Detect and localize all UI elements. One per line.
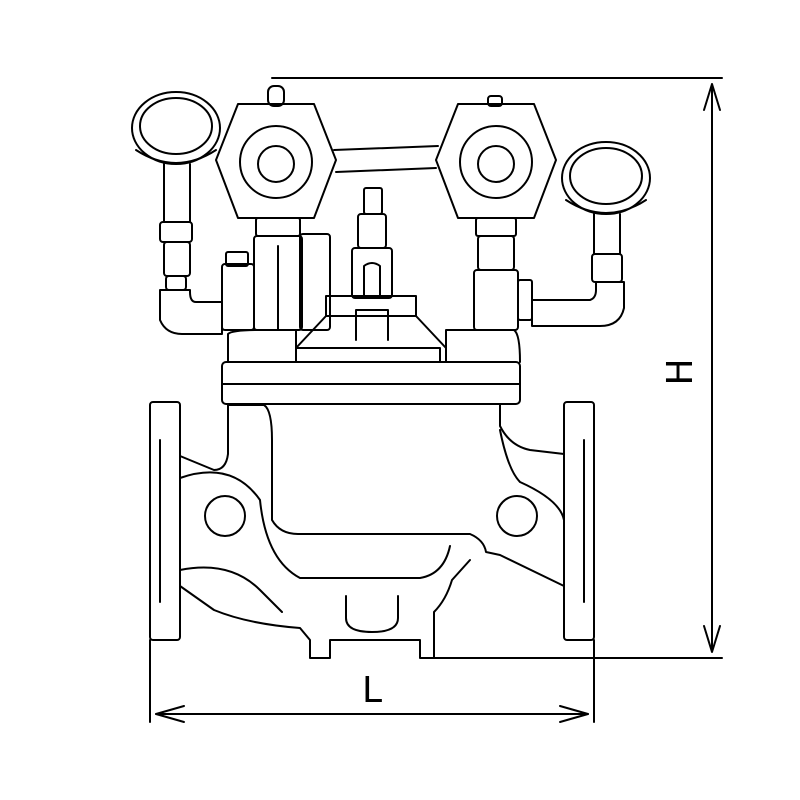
length-arrow-right	[559, 705, 589, 723]
valve-body-inner-contour	[179, 429, 565, 613]
central-pilot	[351, 187, 393, 341]
right-gauge-rim	[565, 199, 647, 214]
right-port-hole	[496, 495, 538, 537]
connecting-bar-lines	[333, 145, 439, 173]
bonnet-center-dome	[295, 295, 447, 349]
left-hex-outer-ring	[239, 125, 313, 199]
left-outer-fitting-cap	[225, 251, 249, 267]
length-arrow-left	[155, 705, 185, 723]
valve-body-sump	[345, 595, 399, 633]
pilot-top-knob	[363, 187, 383, 215]
left-gauge-pipe	[163, 241, 191, 277]
left-port-hole	[204, 495, 246, 537]
left-flange	[149, 401, 181, 641]
left-pilot-valve	[215, 85, 337, 331]
left-hex-neck	[255, 217, 301, 237]
left-hex-nut	[215, 103, 337, 219]
right-pilot-column	[473, 269, 519, 331]
left-gauge-nut	[159, 221, 193, 243]
right-hex-nut	[435, 103, 557, 219]
left-flange-plate	[149, 401, 181, 641]
left-gauge-coupling	[165, 275, 187, 291]
pilot-cap	[357, 213, 387, 249]
dimension-height: H	[271, 77, 723, 659]
right-gauge-face	[569, 147, 643, 205]
right-side-fitting	[517, 279, 533, 321]
right-pilot-coupling	[477, 235, 515, 271]
right-gauge-stem	[593, 213, 621, 255]
right-flange	[563, 401, 595, 641]
left-hex-top-plug	[267, 85, 285, 107]
right-flange-plate	[563, 401, 595, 641]
pilot-stem	[363, 262, 381, 297]
hex-connecting-bar	[333, 145, 439, 173]
right-hex-inner-ring	[477, 145, 515, 183]
right-hex-neck	[475, 217, 517, 237]
dimension-length: L	[149, 639, 595, 723]
right-hex-outer-ring	[459, 125, 533, 199]
left-hex-inner-ring	[257, 145, 295, 183]
valve-body	[179, 404, 565, 659]
left-side-fitting	[299, 233, 331, 331]
length-label: L	[362, 670, 382, 711]
valve-body-outline	[179, 404, 565, 659]
pilot-stem-guide	[355, 309, 389, 341]
bonnet-upper-cover	[227, 329, 521, 363]
right-pilot-valve	[435, 95, 557, 331]
right-gauge-elbow	[531, 281, 625, 327]
left-gauge-rim	[135, 149, 217, 164]
left-outer-fitting	[221, 263, 255, 331]
left-pressure-gauge	[131, 91, 223, 335]
height-arrow-top	[703, 83, 721, 111]
right-pressure-gauge	[531, 141, 651, 327]
height-label: H	[660, 358, 701, 385]
right-hex-top-plug	[487, 95, 503, 107]
valve-bonnet	[221, 295, 521, 405]
right-gauge-nut	[591, 253, 623, 283]
left-gauge-face	[139, 97, 213, 155]
height-arrow-bottom	[703, 625, 721, 653]
pilot-body	[351, 247, 393, 299]
left-gauge-elbow	[159, 289, 223, 335]
left-gauge-stem	[163, 163, 191, 223]
